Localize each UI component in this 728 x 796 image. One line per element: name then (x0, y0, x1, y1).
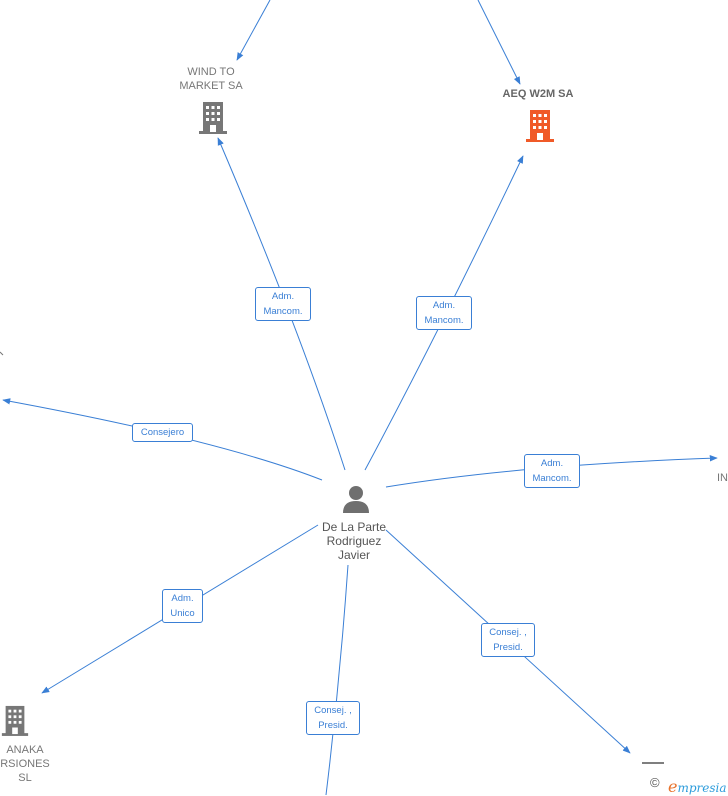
edge-label-adm-unico[interactable]: Adm. Unico (162, 589, 203, 623)
company-name: IN (717, 472, 728, 484)
company-label-wind-to-market[interactable]: WIND TO MARKET SA (165, 65, 257, 93)
person-label[interactable]: De La Parte Rodriguez Javier (304, 520, 404, 562)
edge-label-line: Mancom. (263, 306, 303, 317)
copyright-symbol: © (650, 775, 660, 790)
person-name-line: Rodriguez (326, 534, 382, 548)
edge-label-line: Consejero (140, 427, 185, 438)
person-icon[interactable] (341, 484, 371, 514)
edge-top-to-wind (236, 0, 271, 61)
company-name-line: WIND TO (187, 66, 235, 78)
brand-first-letter: e (668, 777, 678, 796)
person-name-line: Javier (337, 548, 370, 562)
company-name-line: SL (18, 772, 32, 784)
company-label-aeq-w2m[interactable]: AEQ W2M SA (488, 87, 588, 101)
edge-label-consej-presid-bottom[interactable]: Consej. , Presid. (306, 701, 360, 735)
person-name-line: De La Parte (321, 520, 387, 534)
empresia-logo: empresia (668, 777, 727, 796)
building-icon[interactable] (197, 100, 229, 134)
edge-label-line: Adm. (271, 291, 295, 302)
edge-label-line: Mancom. (424, 315, 464, 326)
edge-top-to-aeq (477, 0, 521, 85)
edge-label-line: Consej. , (314, 705, 352, 716)
edge-label-line: Presid. (493, 642, 523, 653)
edge-label-wind-adm-mancom[interactable]: Adm. Mancom. (255, 287, 311, 321)
company-name-line: ANAKA (6, 744, 44, 756)
edge-label-consejero[interactable]: Consejero (132, 423, 193, 442)
company-label-right-partial[interactable]: IN (717, 471, 728, 485)
edge-person-to-bottom (325, 564, 349, 795)
company-name: AEQ W2M SA (502, 88, 574, 100)
edge-label-line: Consej. , (489, 627, 527, 638)
edge-label-line: Presid. (318, 720, 348, 731)
edge-label-line: Adm. (171, 593, 194, 604)
edge-label-right-adm-mancom[interactable]: Adm. Mancom. (524, 454, 580, 488)
edge-label-line: Adm. (540, 458, 564, 469)
company-name-line: MARKET SA (179, 80, 243, 92)
edge-label-line: Unico (170, 608, 195, 619)
company-label-anaka[interactable]: ANAKA RSIONES SL (0, 743, 50, 785)
edge-label-aeq-adm-mancom[interactable]: Adm. Mancom. (416, 296, 472, 330)
edge-label-consej-presid-right[interactable]: Consej. , Presid. (481, 623, 535, 657)
edge-label-line: Adm. (432, 300, 456, 311)
edge-label-line: Mancom. (532, 473, 572, 484)
building-icon[interactable] (0, 703, 30, 737)
brand-rest: mpresia (677, 781, 727, 795)
building-icon[interactable] (524, 108, 556, 142)
left-node-mark (0, 351, 4, 356)
company-name-line: RSIONES (0, 758, 50, 770)
